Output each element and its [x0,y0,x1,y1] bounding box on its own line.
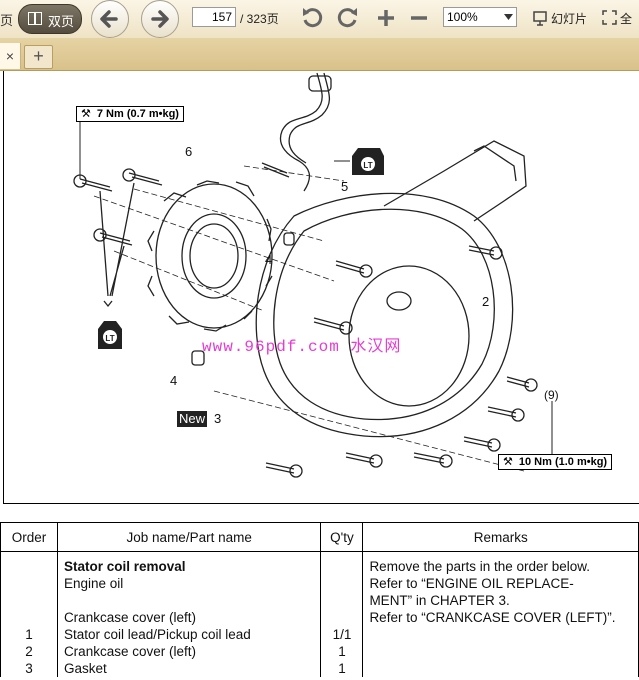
part-name-cell: Crankcase cover (left) [63,610,196,625]
order-cell: 1 [25,627,33,642]
job-table: Order Job name/Part name Q'ty Remarks 1 … [0,522,639,677]
zoom-value: 100% [447,10,478,24]
zoom-in-icon[interactable] [374,6,398,30]
column-header-job-name: Job name/Part name [56,522,322,552]
add-tab-button[interactable]: + [24,45,53,69]
dual-page-icon [28,12,42,25]
part-number: (9) [544,388,559,402]
torque-spec-bottom: ⚒10 Nm (1.0 m•kg) [498,454,613,470]
section-title: Stator coil removal [63,559,186,574]
remark-cell [369,660,632,677]
part-name-cell: Stator coil lead/Pickup coil lead [63,627,251,642]
remark-cell [369,626,632,643]
qty-cell [327,609,356,626]
pdf-page: LT LT ⚒7 Nm (0.7 m•kg) ⚒10 Nm (1.0 m•kg)… [0,71,639,680]
arrow-right-icon [151,10,169,28]
fullscreen-button[interactable]: 全 [602,8,639,28]
wrench-icon: ⚒ [81,108,91,120]
remark-cell: Remove the parts in the order below. [369,559,591,574]
torque-spec-top: ⚒7 Nm (0.7 m•kg) [76,106,184,122]
order-cell: 3 [25,661,33,676]
remark-cell: Refer to “ENGINE OIL REPLACE- [369,576,574,591]
tab-close-button[interactable]: × [0,43,21,69]
tab-bar [0,38,639,71]
qty-cell [327,575,356,592]
prev-page-button[interactable] [91,0,129,38]
part-name-cell: Gasket [63,661,107,676]
lt-badge: LT [352,148,384,175]
part-number: 3 [214,411,222,426]
dual-page-button[interactable]: 双页 [18,4,82,34]
dual-page-label: 双页 [48,14,75,29]
qty-cell: 1 [338,661,346,676]
part-name-cell: Engine oil [63,576,124,591]
order-cell [7,575,51,592]
order-cell [7,609,51,626]
pdf-toolbar: 页 双页 / 323页 100% 幻灯片 全 [0,0,639,39]
part-number: 6 [185,144,193,159]
part-name-cell: Crankcase cover (left) [63,644,196,659]
zoom-out-icon[interactable] [407,6,431,30]
part-number: 5 [341,179,349,194]
rotate-left-icon[interactable] [300,6,326,30]
remark-cell: Refer to “CRANKCASE COVER (LEFT)”. [369,610,616,625]
rotate-right-icon[interactable] [334,6,360,30]
column-header-order: Order [0,522,58,552]
remark-cell: MENT” in CHAPTER 3. [369,593,510,608]
table-header-row: Order Job name/Part name Q'ty Remarks [0,522,639,552]
part-number: 2 [482,294,490,309]
new-part-badge: New [177,411,208,427]
diagram-frame: LT LT ⚒7 Nm (0.7 m•kg) ⚒10 Nm (1.0 m•kg)… [3,71,639,504]
part-name-cell [64,592,315,609]
order-cell: 2 [25,644,33,659]
wrench-icon: ⚒ [503,456,513,468]
slideshow-label: 幻灯片 [551,12,588,26]
slideshow-button[interactable]: 幻灯片 [532,8,594,28]
page-total-label: / 323页 [240,12,279,26]
fullscreen-icon [602,10,617,25]
qty-cell [327,592,356,609]
order-cell [7,592,51,609]
fullscreen-label: 全 [620,12,633,26]
svg-text:LT: LT [363,161,372,170]
column-header-qty: Q'ty [320,522,364,552]
next-page-button[interactable] [141,0,179,38]
part-number: 4 [265,252,273,267]
lt-badge: LT [98,321,122,349]
page-number-input[interactable] [192,7,236,27]
qty-cell: 1 [338,644,346,659]
slideshow-icon [533,11,547,26]
watermark-text: www.96pdf.com 水汉网 [202,338,402,356]
table-row: 1 2 3 Stator coil removal Engine oil Cra… [0,551,639,677]
column-header-remarks: Remarks [362,522,639,552]
exploded-diagram: LT LT [73,72,553,478]
qty-cell: 1/1 [332,627,352,642]
svg-text:LT: LT [105,334,114,343]
part-number: 4 [170,373,178,388]
chevron-down-icon [504,14,513,20]
remark-cell [369,643,632,660]
toolbar-partial-label: 页 [0,13,14,28]
zoom-select[interactable]: 100% [443,7,517,27]
arrow-left-icon [100,10,118,28]
